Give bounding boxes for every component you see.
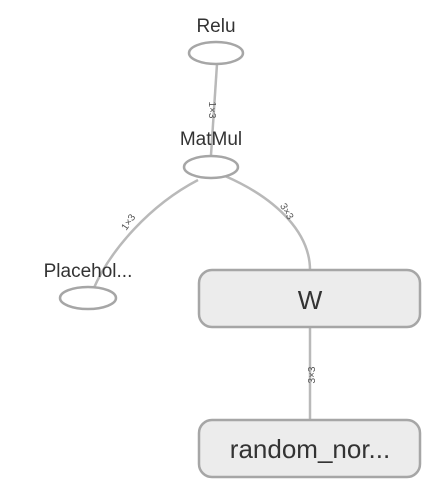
node-random-normal[interactable]: random_nor...	[197, 418, 422, 479]
svg-text:1×3: 1×3	[206, 102, 217, 119]
node-placeholder[interactable]: Placehol...	[44, 261, 133, 311]
edge-label-matmul-to-relu: 1×3	[206, 102, 217, 119]
node-relu-label: Relu	[196, 16, 235, 37]
edge-label-placeholder-to-matmul: 1×3	[120, 212, 139, 233]
node-w-box[interactable]	[197, 268, 422, 329]
edge-label-random-to-w: 3×3	[307, 366, 318, 383]
node-random-normal-label: random_nor...	[230, 434, 390, 464]
svg-text:3×3: 3×3	[307, 366, 318, 383]
node-random-normal-box[interactable]	[197, 418, 422, 479]
edge-placeholder-to-matmul	[91, 178, 199, 291]
edge-matmul-to-relu	[209, 63, 219, 156]
node-matmul-ellipse[interactable]	[182, 154, 240, 180]
node-relu[interactable]: Relu	[187, 16, 245, 66]
node-w[interactable]: W	[197, 268, 422, 329]
node-w-label: W	[298, 285, 323, 315]
svg-text:1×3: 1×3	[120, 212, 139, 233]
node-placeholder-ellipse[interactable]	[58, 285, 118, 311]
edge-w-to-matmul	[224, 174, 312, 271]
node-matmul-label: MatMul	[180, 129, 242, 150]
node-relu-ellipse[interactable]	[187, 40, 245, 66]
node-placeholder-label: Placehol...	[44, 261, 133, 282]
node-matmul[interactable]: MatMul	[180, 129, 242, 180]
